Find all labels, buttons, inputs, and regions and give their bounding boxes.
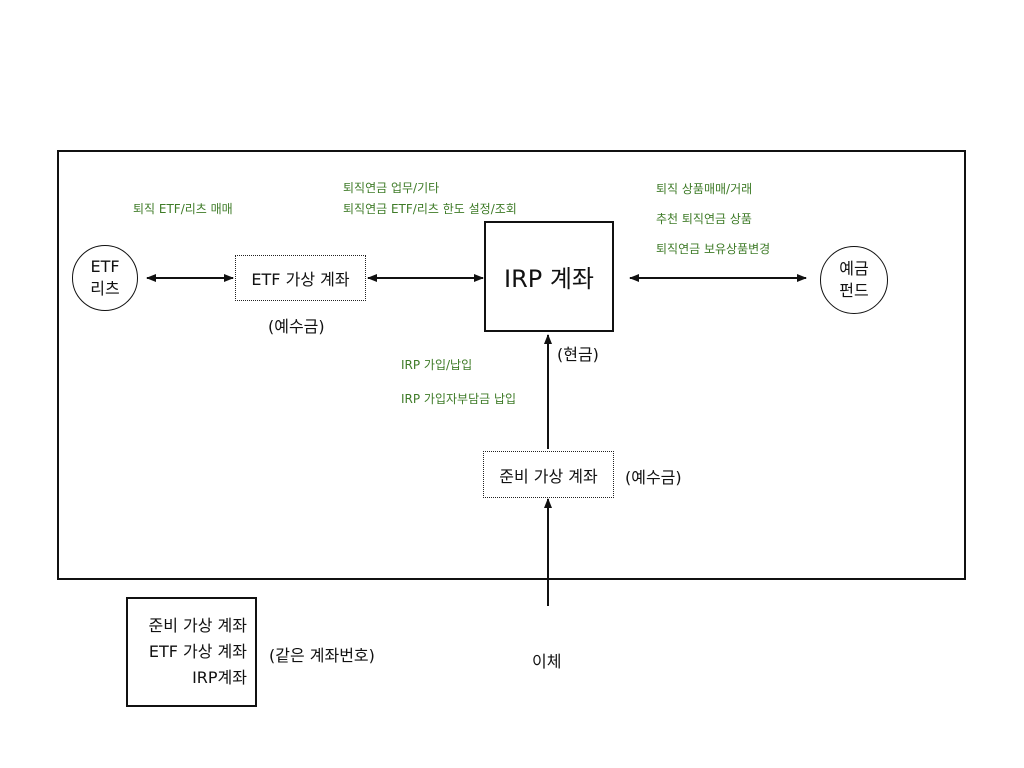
- node-irp-account: IRP 계좌: [484, 221, 614, 332]
- node-etf-virtual-account-label: ETF 가상 계좌: [251, 270, 350, 289]
- node-etf-virtual-account: ETF 가상 계좌: [235, 255, 366, 301]
- transfer-label: 이체: [532, 652, 562, 671]
- irp-account-note: (현금): [557, 345, 599, 364]
- system-boundary-frame: [57, 150, 966, 580]
- edge-label-pension-business: 퇴직연금 업무/기타: [343, 181, 440, 195]
- node-irp-account-label: IRP 계좌: [503, 265, 594, 293]
- node-deposit-fund: 예금 펀드: [820, 246, 888, 314]
- node-reserve-virtual-account: 준비 가상 계좌: [483, 451, 614, 498]
- node-deposit-fund-line1: 예금: [839, 259, 869, 278]
- edge-label-holding-change: 퇴직연금 보유상품변경: [656, 242, 771, 256]
- node-etf-reits-line2: 리츠: [90, 279, 120, 298]
- legend-line-irp: IRP계좌: [192, 668, 247, 687]
- legend-line-etf: ETF 가상 계좌: [148, 642, 247, 661]
- legend-note: (같은 계좌번호): [269, 646, 375, 665]
- node-reserve-virtual-account-label: 준비 가상 계좌: [499, 466, 598, 486]
- legend-box: 준비 가상 계좌 ETF 가상 계좌 IRP계좌: [126, 597, 257, 707]
- node-deposit-fund-line2: 펀드: [839, 281, 869, 300]
- edge-label-recommend-products: 추천 퇴직연금 상품: [656, 212, 752, 226]
- reserve-virtual-account-note: (예수금): [625, 468, 682, 487]
- edge-label-product-trade: 퇴직 상품매매/거래: [656, 182, 753, 196]
- node-etf-reits-line1: ETF: [90, 257, 120, 276]
- legend-line-reserve: 준비 가상 계좌: [148, 616, 248, 635]
- edge-label-irp-self-payment: IRP 가입자부담금 납입: [401, 392, 517, 406]
- edge-label-pension-etf-limit: 퇴직연금 ETF/리츠 한도 설정/조회: [343, 202, 517, 216]
- edge-label-etf-trade: 퇴직 ETF/리츠 매매: [133, 202, 233, 216]
- etf-virtual-account-note: (예수금): [268, 317, 325, 336]
- node-etf-reits: ETF 리츠: [72, 245, 138, 311]
- edge-label-irp-join: IRP 가입/납입: [401, 358, 473, 372]
